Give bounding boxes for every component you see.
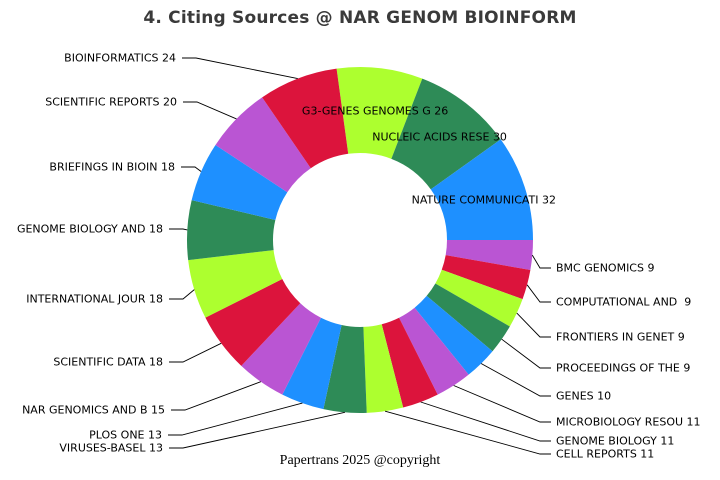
leader-line [182, 57, 298, 80]
leader-line [420, 401, 551, 442]
pie-slice-8 [399, 307, 469, 395]
pie-slice-7 [414, 295, 493, 375]
leader-line [169, 342, 222, 363]
pie-slice-10 [363, 324, 404, 413]
leader-line [169, 289, 195, 300]
pie-slice-5 [435, 269, 523, 327]
pie-slice-19 [262, 68, 349, 169]
pie-slice-3 [445, 239, 533, 271]
pie-slice-9 [381, 317, 438, 408]
pie-slice-15 [188, 250, 283, 318]
leader-line [171, 381, 261, 411]
leader-line [181, 166, 202, 172]
leader-line [453, 385, 551, 423]
leader-line [169, 411, 345, 449]
pie-slice-2 [430, 139, 533, 240]
pie-slice-16 [186, 200, 276, 261]
pie-slice-4 [441, 255, 531, 300]
pie-slice-1 [391, 78, 501, 190]
pie-slice-0 [336, 66, 423, 159]
leader-line [168, 402, 303, 436]
pie-slice-11 [323, 325, 367, 414]
pie-slice-13 [241, 303, 321, 395]
leader-line [516, 312, 551, 338]
leader-line [384, 410, 551, 455]
pie-slice-6 [426, 283, 510, 352]
leader-line [526, 284, 551, 303]
leader-line [501, 338, 551, 369]
leader-line [169, 228, 188, 231]
pie-slice-17 [191, 144, 288, 220]
chart-title: 4. Citing Sources @ NAR GENOM BIOINFORM [143, 8, 577, 28]
pie-slice-14 [205, 279, 301, 366]
pie-slice-18 [215, 97, 311, 193]
copyright-footer: Papertrans 2025 @copyright [279, 453, 441, 468]
leader-line [480, 363, 551, 397]
leader-line [531, 254, 551, 269]
leader-line [183, 101, 237, 120]
pie-slice-12 [282, 317, 342, 410]
